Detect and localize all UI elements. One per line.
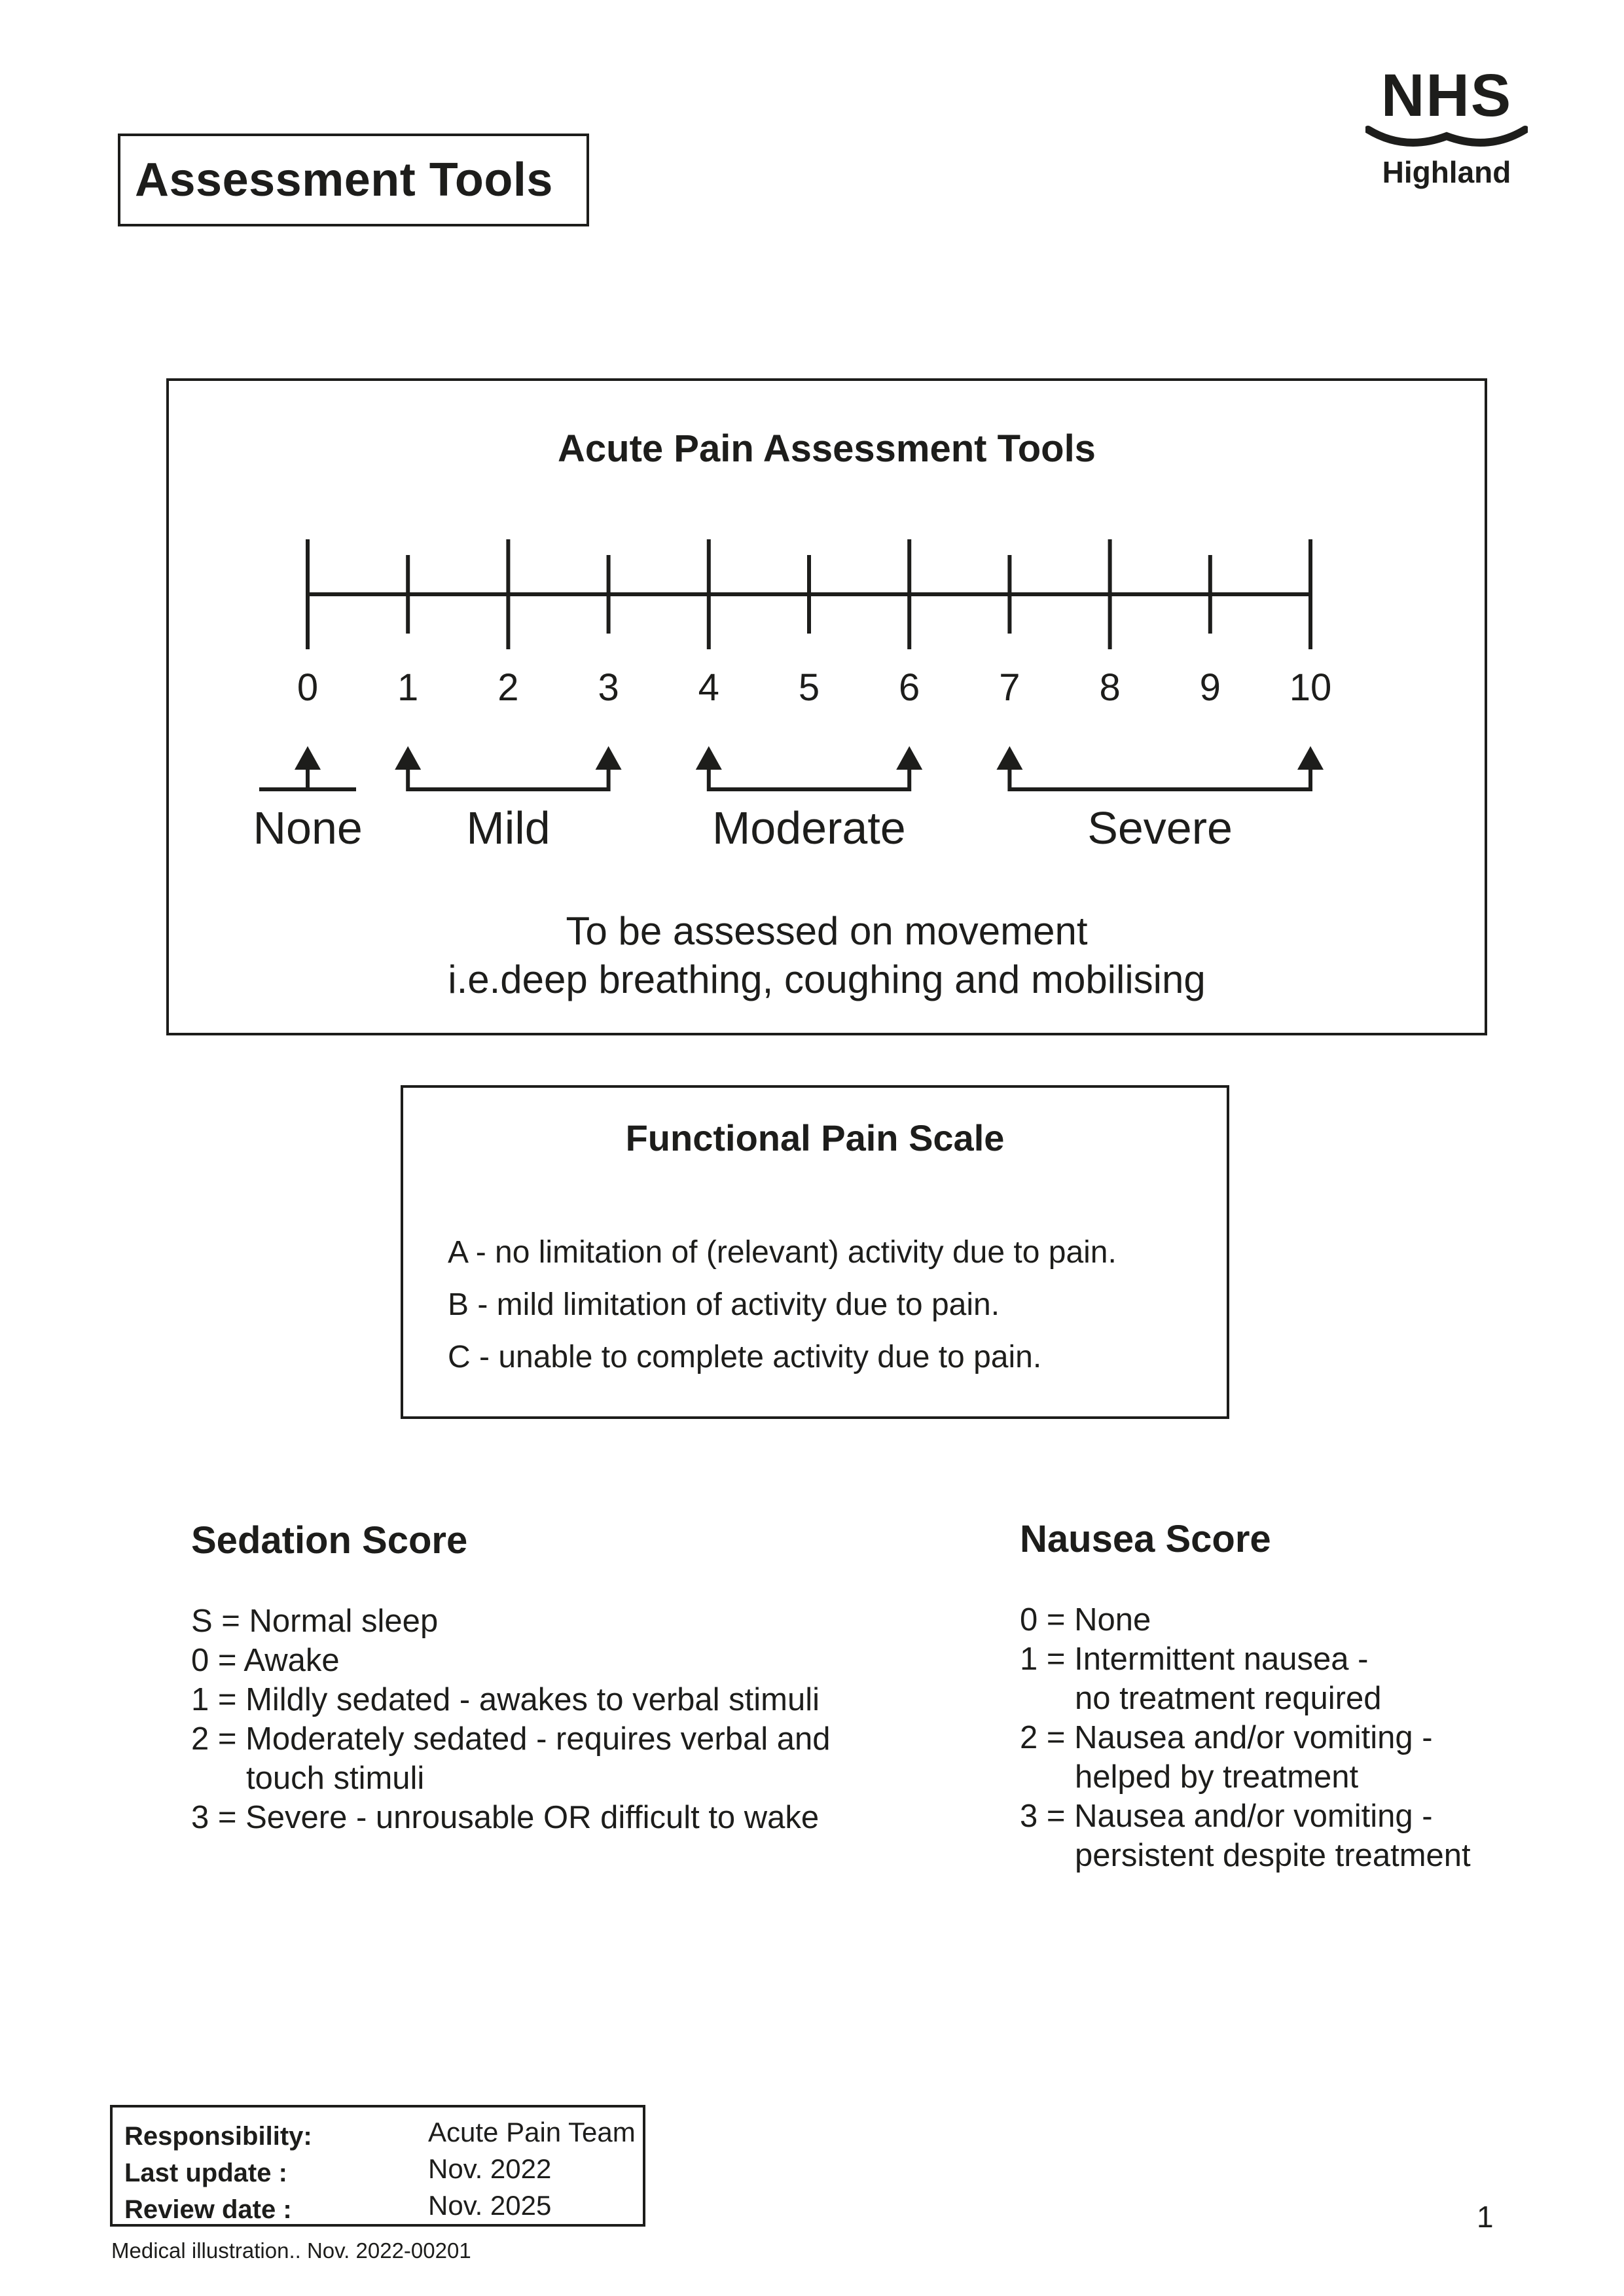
last-update-value: Nov. 2022 xyxy=(428,2153,552,2184)
sedation-list: S = Normal sleep 0 = Awake 1 = Mildly se… xyxy=(191,1602,830,1837)
pain-scale-diagram xyxy=(259,539,1324,791)
pain-assessment-note: To be assessed on movement i.e.deep brea… xyxy=(169,907,1485,1004)
page-title: Assessment Tools xyxy=(135,154,553,206)
scale-bracket xyxy=(706,770,912,791)
pain-note-line-1: To be assessed on movement xyxy=(566,909,1088,953)
scale-number: 4 xyxy=(698,666,719,709)
responsibility-label: Responsibility: xyxy=(124,2122,312,2151)
scale-number: 8 xyxy=(1099,666,1121,709)
scale-bracket xyxy=(1007,770,1312,791)
page-number: 1 xyxy=(1477,2200,1494,2234)
nausea-item: 3 = Nausea and/or vomiting -persistent d… xyxy=(1020,1799,1471,1873)
nausea-title: Nausea Score xyxy=(1020,1518,1271,1560)
acute-pain-box: Acute Pain Assessment Tools 0 1 2 3 4 5 6 7 8 9 10… xyxy=(166,378,1487,1035)
nhs-highland-logo: NHS Highland xyxy=(1362,65,1532,196)
scale-arrow xyxy=(996,746,1023,770)
nausea-item: 1 = Intermittent nausea -no treatment re… xyxy=(1020,1641,1382,1716)
scale-number: 10 xyxy=(1289,666,1332,709)
scale-arrow xyxy=(395,746,422,770)
nausea-item: 2 = Nausea and/or vomiting -helped by tr… xyxy=(1020,1720,1433,1795)
acute-pain-title: Acute Pain Assessment Tools xyxy=(558,427,1096,470)
functional-item: B - mild limitation of activity due to p… xyxy=(448,1287,1000,1322)
scale-number: 5 xyxy=(798,666,820,709)
last-update-label: Last update : xyxy=(124,2159,287,2187)
scale-bracket xyxy=(406,770,611,791)
scale-number: 3 xyxy=(598,666,619,709)
sedation-item: 2 = Moderately sedated - requires verbal… xyxy=(191,1721,831,1796)
scale-arrow xyxy=(1297,746,1324,770)
scale-number: 9 xyxy=(1199,666,1221,709)
scale-category-label: Moderate xyxy=(712,802,906,853)
nausea-section: Nausea Score 0 = None 1 = Intermittent n… xyxy=(1020,1517,1471,1875)
illustration-credit: Medical illustration.. Nov. 2022-00201 xyxy=(111,2238,471,2263)
review-date-value: Nov. 2025 xyxy=(428,2190,552,2221)
nhs-highland-wave-icon xyxy=(1365,126,1528,147)
sedation-item: 3 = Severe - unrousable OR difficult to … xyxy=(191,1800,820,1835)
sedation-section: Sedation Score S = Normal sleep 0 = Awak… xyxy=(191,1518,830,1837)
responsibility-value: Acute Pain Team xyxy=(428,2117,636,2147)
sedation-item: 1 = Mildly sedated - awakes to verbal st… xyxy=(191,1682,820,1717)
scale-category-label: None xyxy=(253,802,363,853)
functional-item: A - no limitation of (relevant) activity… xyxy=(448,1235,1117,1270)
scale-arrow xyxy=(695,746,722,770)
sedation-title: Sedation Score xyxy=(191,1519,468,1562)
logo-region-text: Highland xyxy=(1382,155,1511,189)
scale-arrow xyxy=(295,746,321,770)
scale-number: 0 xyxy=(297,666,319,709)
review-date-row: Review date : Nov. 2025 xyxy=(113,2190,643,2227)
functional-item: C - unable to complete activity due to p… xyxy=(448,1340,1042,1374)
pain-note-line-2: i.e.deep breathing, coughing and mobilis… xyxy=(448,958,1206,1001)
scale-category-label: Severe xyxy=(1087,802,1233,853)
scale-number: 2 xyxy=(497,666,519,709)
scale-number: 1 xyxy=(397,666,419,709)
scale-category-label: Mild xyxy=(466,802,550,853)
scale-number: 6 xyxy=(899,666,920,709)
logo-org-text: NHS xyxy=(1380,62,1513,129)
last-update-row: Last update : Nov. 2022 xyxy=(113,2153,643,2190)
scale-arrow xyxy=(896,746,923,770)
scale-number: 7 xyxy=(999,666,1020,709)
sedation-item: S = Normal sleep xyxy=(191,1604,439,1639)
scale-arrow xyxy=(595,746,622,770)
functional-pain-box: Functional Pain Scale A - no limitation … xyxy=(401,1085,1229,1419)
page-title-box: Assessment Tools xyxy=(118,134,589,226)
review-date-label: Review date : xyxy=(124,2195,292,2224)
responsibility-row: Responsibility: Acute Pain Team xyxy=(113,2117,643,2153)
functional-pain-title: Functional Pain Scale xyxy=(625,1117,1005,1158)
sedation-item: 0 = Awake xyxy=(191,1643,340,1678)
document-control-box: Responsibility: Acute Pain Team Last upd… xyxy=(110,2105,645,2227)
nausea-list: 0 = None 1 = Intermittent nausea -no tre… xyxy=(1020,1600,1471,1875)
nausea-item: 0 = None xyxy=(1020,1602,1151,1638)
functional-pain-list: A - no limitation of (relevant) activity… xyxy=(448,1227,1117,1384)
